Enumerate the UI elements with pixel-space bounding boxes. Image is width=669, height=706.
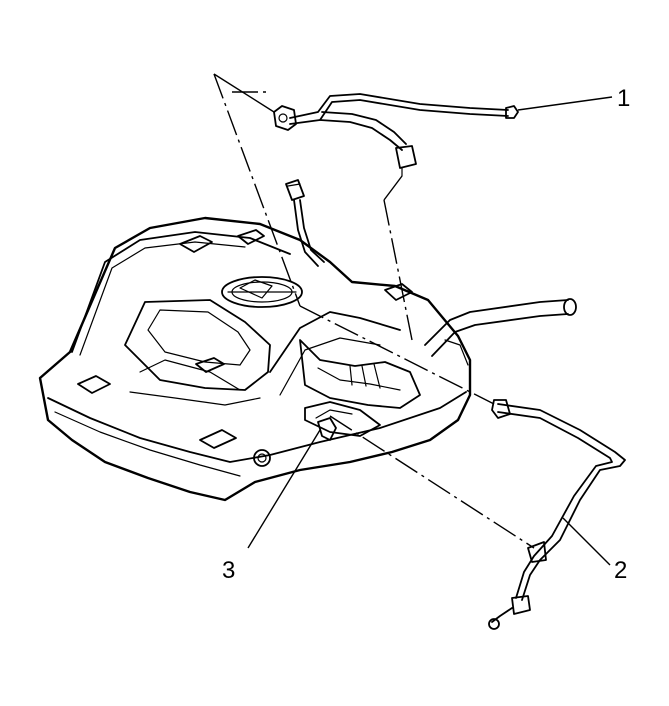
filler-tube bbox=[424, 298, 577, 357]
leader-lines bbox=[213, 73, 613, 566]
callout-3: 3 bbox=[222, 557, 235, 584]
upper-harness bbox=[273, 93, 519, 177]
lower-harness bbox=[488, 399, 626, 630]
callout-1: 1 bbox=[617, 85, 630, 112]
callout-2: 2 bbox=[614, 557, 627, 584]
fuel-tank bbox=[38, 216, 472, 502]
sender-harness bbox=[285, 179, 325, 267]
